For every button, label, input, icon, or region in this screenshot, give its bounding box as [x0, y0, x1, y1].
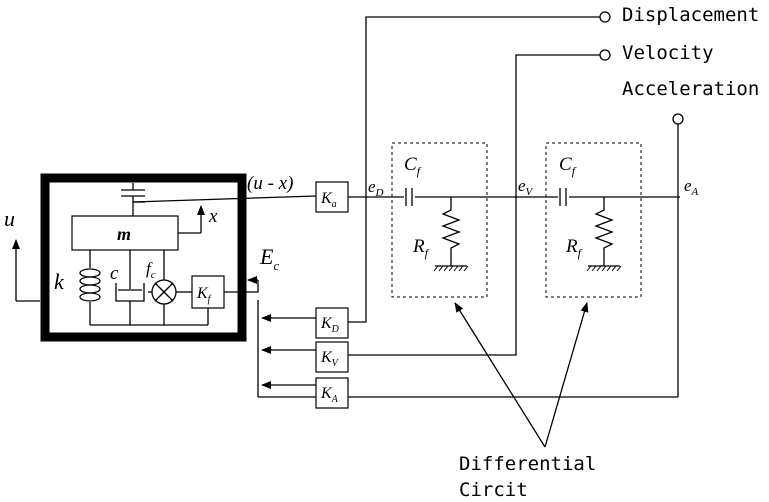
base-displacement-arrow — [12, 239, 40, 302]
spring-k — [79, 250, 101, 325]
mass-displacement-arrow — [178, 205, 205, 234]
label-x: x — [208, 206, 218, 227]
cf-label-1: Cf — [404, 154, 422, 178]
kf-to-ec-wire — [224, 280, 259, 293]
label-c: c — [110, 263, 119, 284]
relative-displacement-wire — [132, 195, 317, 203]
caption-line-2: Circit — [459, 479, 528, 501]
mass-block — [71, 215, 179, 251]
differential-circuit-1 — [391, 142, 488, 298]
caption-line-1: Differential — [459, 453, 596, 475]
caption-pointer-1 — [454, 302, 546, 448]
label-eV: eV — [518, 176, 534, 198]
acceleration-terminal — [672, 113, 684, 125]
rf-label-1: Rf — [412, 236, 430, 260]
velocity-terminal — [599, 49, 611, 61]
rf-resistor-1 — [433, 197, 469, 272]
label-fc: fc — [146, 259, 156, 281]
label-eA: eA — [684, 176, 699, 198]
label-u: u — [4, 206, 15, 231]
kd-amplifier — [315, 307, 349, 339]
cf-label-2: Cf — [559, 154, 577, 178]
damper-c — [115, 250, 145, 325]
housing-capacitor — [121, 183, 145, 216]
output-acceleration-label: Acceleration — [622, 78, 759, 100]
kv-label: KV — [320, 349, 340, 369]
cf-capacitor-1 — [404, 188, 415, 206]
kf-amplifier — [191, 275, 225, 309]
force-coil — [148, 250, 192, 325]
kd-label: KD — [320, 315, 340, 335]
label-k: k — [54, 269, 65, 294]
kd-input-wire — [348, 197, 367, 323]
sensor-housing — [40, 173, 247, 342]
output-displacement-label: Displacement — [622, 4, 759, 26]
kv-amplifier — [315, 341, 349, 373]
kaccel-amplifier — [315, 377, 349, 409]
label-u-minus-x: (u - x) — [247, 173, 293, 194]
ka-label: Ka — [320, 190, 337, 210]
differential-circuit-2 — [545, 142, 642, 298]
label-ec: Ec — [259, 244, 279, 273]
kv-input-wire — [348, 197, 517, 356]
caption-pointer-2 — [544, 302, 589, 448]
label-m: m — [117, 224, 131, 244]
output-velocity-label: Velocity — [622, 42, 714, 64]
displacement-output-wire — [365, 16, 600, 197]
displacement-terminal — [599, 11, 611, 23]
cf-capacitor-2 — [558, 188, 569, 206]
kaccel-label: KA — [320, 385, 339, 405]
velocity-output-wire — [515, 54, 600, 197]
rf-label-2: Rf — [565, 236, 583, 260]
kf-label: Kf — [196, 285, 212, 305]
rf-resistor-2 — [586, 197, 622, 272]
label-eD: eD — [368, 177, 384, 199]
